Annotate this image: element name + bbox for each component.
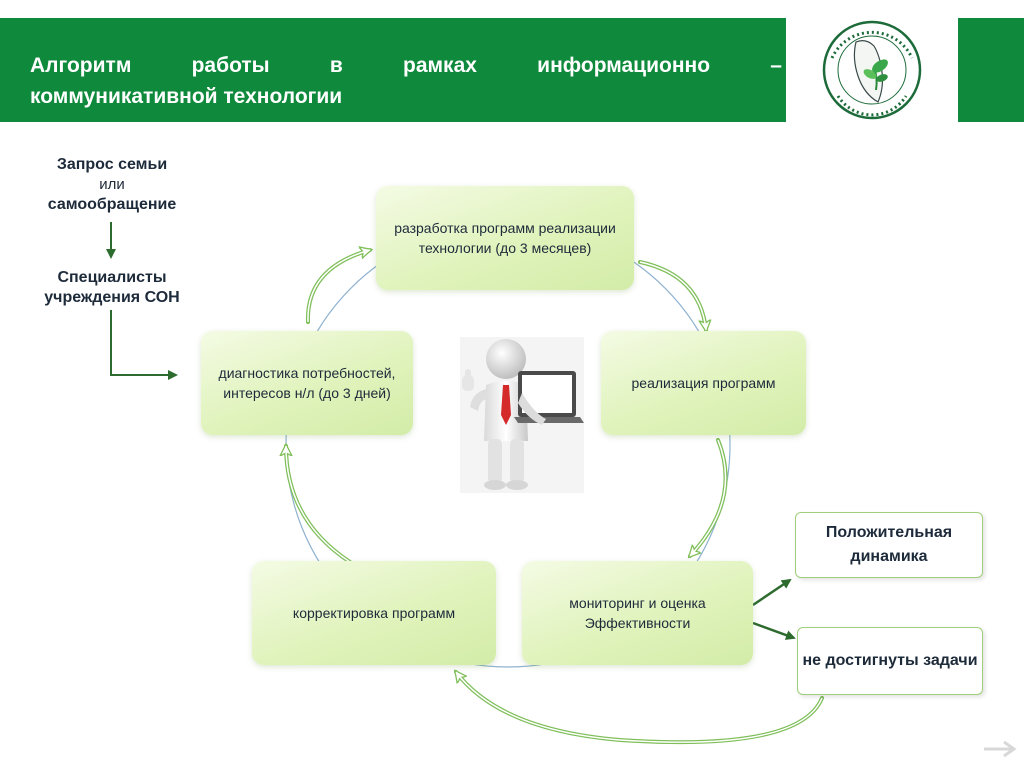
title-line-1: Алгоритм работы в рамках информационно – xyxy=(30,50,782,81)
ministry-logo xyxy=(786,18,958,122)
outcome-positive: Положительная динамика xyxy=(795,512,983,578)
cycle-arrow-4-highlight xyxy=(285,445,351,563)
request-line-3: самообращение xyxy=(47,196,177,213)
family-request-label: Запрос семьи или самообращение xyxy=(22,155,202,215)
to-not-achieved-arrow xyxy=(752,621,796,640)
return-arrow xyxy=(456,672,824,745)
node-monitoring: мониторинг и оценка Эффективности xyxy=(522,561,753,665)
request-or: или xyxy=(99,176,125,193)
title-word: работы xyxy=(191,54,270,77)
title-word: – xyxy=(770,54,782,77)
node-implementation: реализация программ xyxy=(601,331,806,435)
request-line-1: Запрос семьи xyxy=(56,156,168,173)
corner-arrow-icon xyxy=(984,740,1017,758)
title-word: информационно xyxy=(537,54,711,77)
cycle-arrow-2-highlight xyxy=(639,261,707,331)
title-line-2: коммуникативной технологии xyxy=(30,85,343,108)
outcome-not-achieved: не достигнуты задачи xyxy=(797,627,983,695)
title-word: в xyxy=(329,54,343,77)
cycle-arrow-4 xyxy=(286,446,352,564)
figure-illustration xyxy=(460,337,584,493)
cycle-arrow-3 xyxy=(690,438,728,556)
person-with-laptop-icon xyxy=(456,333,588,502)
ministry-seal-icon xyxy=(822,20,922,120)
node-correction: корректировка программ xyxy=(252,561,496,665)
title-word: Алгоритм xyxy=(30,54,132,77)
page-title: Алгоритм работы в рамках информационно –… xyxy=(30,50,782,112)
specialists-label: Специалисты учреждения СОН xyxy=(44,269,180,306)
title-word: рамках xyxy=(403,54,477,77)
node-diagnostics: диагностика потребностей, интересов н/л … xyxy=(201,331,413,435)
cycle-arrow-1-highlight xyxy=(307,249,371,323)
specialists-to-diagnostics-arrow xyxy=(110,310,178,380)
cycle-arrow-3-highlight xyxy=(689,439,727,557)
return-arrow-highlight xyxy=(455,671,823,743)
cycle-arrow-1 xyxy=(305,250,370,324)
node-development: разработка программ реализации технологи… xyxy=(376,186,634,290)
to-positive-arrow xyxy=(752,578,792,607)
